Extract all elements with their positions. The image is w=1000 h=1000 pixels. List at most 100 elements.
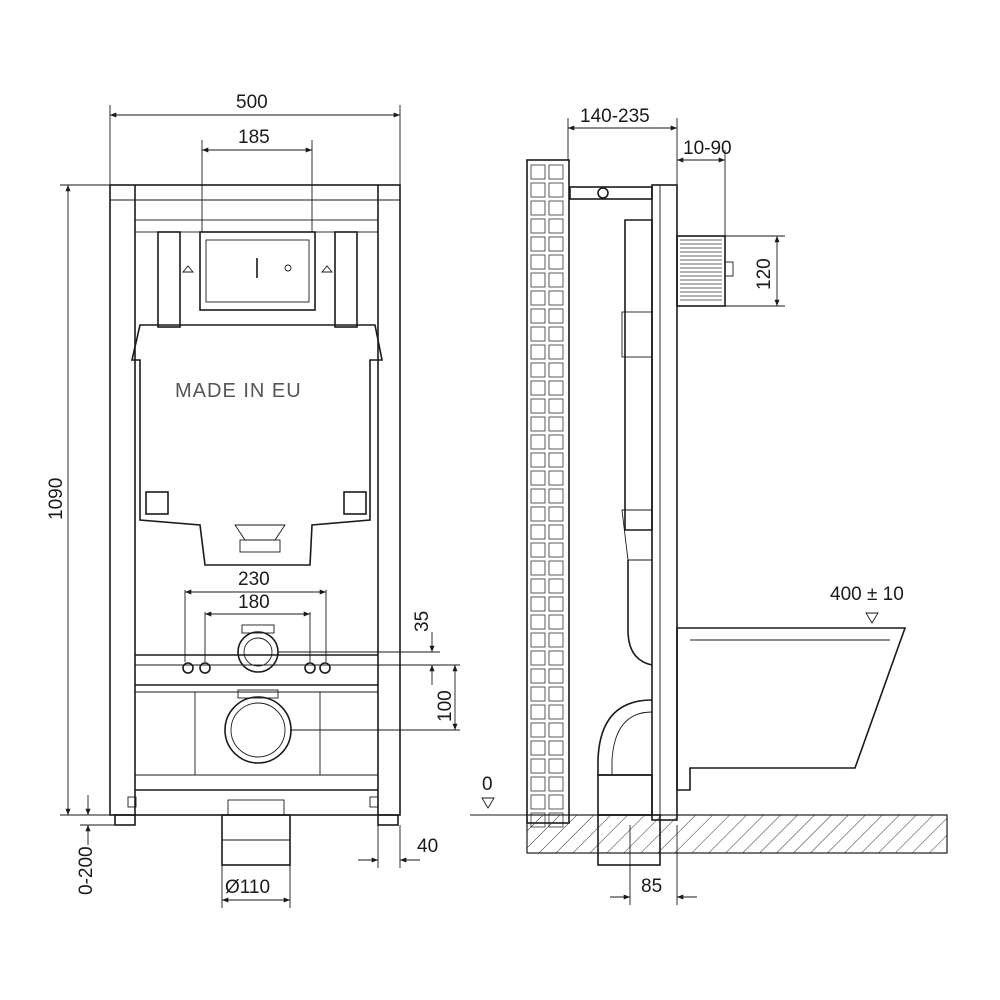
drain-bend (597, 699, 653, 776)
wall-tile (530, 614, 546, 630)
bolt-hole (199, 662, 211, 674)
dim-outlet-offset: 100 (435, 690, 456, 722)
right-foot (377, 814, 399, 826)
dim-floor-level: 0 (482, 774, 493, 795)
dim-foot-width: 40 (417, 836, 438, 857)
wall-tile (530, 362, 546, 378)
wall-tile (530, 578, 546, 594)
wall-tile (548, 272, 564, 288)
wall-tile (548, 434, 564, 450)
wall-bracket (569, 186, 653, 200)
cistern: MADE IN EU (130, 219, 383, 566)
wall-tile (548, 650, 564, 666)
wall-tile (530, 524, 546, 540)
wall-tile (530, 560, 546, 576)
outlet-pipe (224, 689, 292, 764)
flush-plate (676, 235, 726, 307)
wall-tile (530, 236, 546, 252)
wall-tile (548, 200, 564, 216)
wall-tile (530, 272, 546, 288)
wall-tile (548, 164, 564, 180)
wall-tile (548, 218, 564, 234)
wall-tile (530, 686, 546, 702)
dim-outlet-spacing-outer: 230 (238, 569, 270, 590)
wall-tile (530, 290, 546, 306)
dim-bowl-height: 400 ± 10 (830, 584, 904, 605)
wall-tile (530, 542, 546, 558)
wall-tile (548, 452, 564, 468)
wall-tile (548, 668, 564, 684)
wall-tile (548, 254, 564, 270)
wall-tile (548, 326, 564, 342)
wall-tile (530, 506, 546, 522)
wall-tile (548, 686, 564, 702)
wall-tile (530, 398, 546, 414)
wall-tile (548, 344, 564, 360)
wall-tile (530, 758, 546, 774)
wall-tile (530, 596, 546, 612)
wall-tile (530, 434, 546, 450)
flush-plate-grooves (680, 239, 722, 301)
wall-tile (548, 704, 564, 720)
wall-tile (530, 344, 546, 360)
wall-tile (530, 254, 546, 270)
front-view: MADE IN EU (46, 92, 460, 908)
wall-tile (530, 380, 546, 396)
wall-tile (530, 776, 546, 792)
wall-tile (530, 470, 546, 486)
wall-tile (548, 308, 564, 324)
made-in-eu-label: MADE IN EU (175, 380, 302, 402)
wall-tile (548, 524, 564, 540)
dim-leg-adjust: 0-200 (76, 846, 97, 895)
dim-drain-offset: 85 (641, 876, 662, 897)
wall-tile (548, 560, 564, 576)
wall-tile (530, 488, 546, 504)
cistern-side (624, 219, 653, 531)
wall-tile (548, 416, 564, 432)
wall-tile (530, 326, 546, 342)
dim-inlet-offset: 35 (412, 611, 433, 632)
wall-tile (548, 488, 564, 504)
dim-drain-diameter: Ø110 (225, 877, 270, 898)
wall-tile (530, 794, 546, 810)
level-marker-icon (481, 797, 495, 809)
dim-mount-width: 185 (238, 127, 270, 148)
wall-tile (530, 704, 546, 720)
wall-tile (548, 776, 564, 792)
wall-tile (530, 650, 546, 666)
left-foot (114, 814, 136, 826)
wall-tile (530, 182, 546, 198)
wall-tile (530, 452, 546, 468)
wall-tile (548, 290, 564, 306)
dim-outlet-spacing-inner: 180 (238, 592, 270, 613)
dim-wall-gap: 10-90 (683, 138, 732, 159)
wall-tile (548, 506, 564, 522)
wall-tile (548, 632, 564, 648)
floor (526, 814, 948, 854)
wall-tile (548, 758, 564, 774)
wall-tile (548, 236, 564, 252)
bolt-hole (304, 662, 316, 674)
wall-tile (548, 722, 564, 738)
wall-tile (548, 362, 564, 378)
wall-tile (530, 722, 546, 738)
wall-tile (548, 596, 564, 612)
wall-tile (548, 614, 564, 630)
dim-total-height: 1090 (46, 478, 67, 520)
wall-tile (530, 164, 546, 180)
toilet-bowl (676, 627, 907, 791)
dim-depth: 140-235 (580, 106, 650, 127)
wall-tile (530, 200, 546, 216)
wall-tile (548, 470, 564, 486)
wall-tile (548, 794, 564, 810)
wall-tile (548, 182, 564, 198)
wall-tile (548, 578, 564, 594)
wall-tile (530, 668, 546, 684)
wall-tile (530, 218, 546, 234)
wall-tile (530, 632, 546, 648)
dim-button-height: 120 (754, 258, 775, 290)
drain-stub (221, 799, 291, 866)
level-marker-icon (865, 612, 879, 624)
wall-tile (548, 740, 564, 756)
